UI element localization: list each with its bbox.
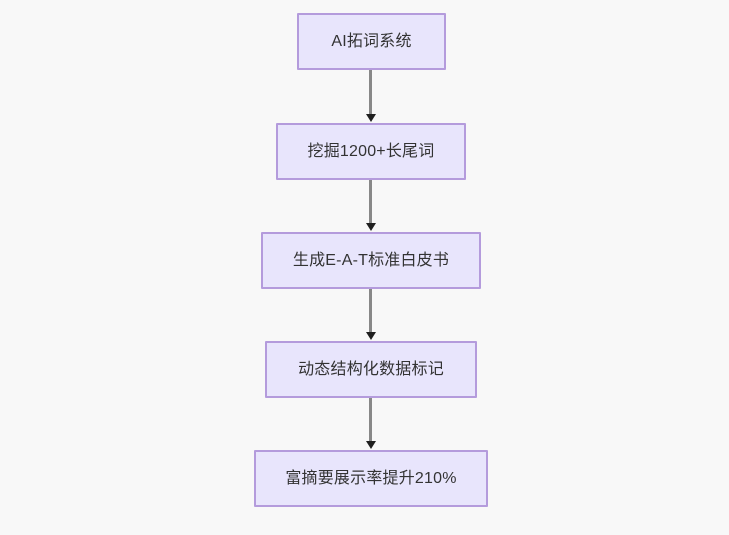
flow-edge-2 [369,180,372,224]
flow-edge-1 [369,70,372,115]
flow-node-n5[interactable]: 富摘要展示率提升210% [254,450,488,507]
flow-node-label: 挖掘1200+长尾词 [307,142,435,160]
flow-arrowhead-2 [366,223,376,231]
flow-node-label: 动态结构化数据标记 [298,360,444,378]
flow-node-n1[interactable]: AI拓词系统 [297,13,446,70]
flow-edge-4 [369,398,372,442]
flow-node-label: 生成E-A-T标准白皮书 [292,251,450,269]
flow-node-n2[interactable]: 挖掘1200+长尾词 [276,123,466,180]
flow-node-label: AI拓词系统 [331,32,412,50]
flow-node-label: 富摘要展示率提升210% [285,469,457,487]
flow-arrowhead-3 [366,332,376,340]
flow-node-n3[interactable]: 生成E-A-T标准白皮书 [261,232,481,289]
flow-arrowhead-4 [366,441,376,449]
flow-arrowhead-1 [366,114,376,122]
flow-node-n4[interactable]: 动态结构化数据标记 [265,341,477,398]
flow-edge-3 [369,289,372,333]
